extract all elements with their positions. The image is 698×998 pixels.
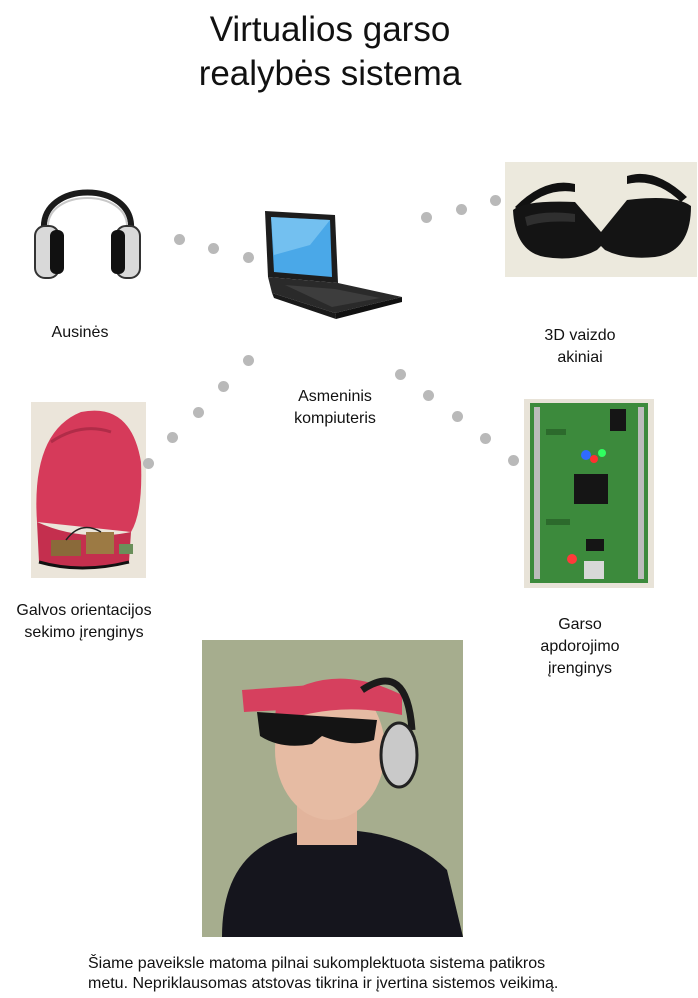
person-photo bbox=[202, 640, 463, 937]
circuit-board-icon bbox=[524, 399, 654, 588]
connector-dot bbox=[421, 212, 432, 223]
connector-dot bbox=[508, 455, 519, 466]
tracker-label: Galvos orientacijos sekimo įrenginys bbox=[16, 602, 152, 641]
connector-dot bbox=[208, 243, 219, 254]
connector-dot bbox=[243, 252, 254, 263]
connector-dot bbox=[174, 234, 185, 245]
connector-dot bbox=[193, 407, 204, 418]
headphones-label: Ausinės bbox=[51, 324, 109, 341]
glasses-label: 3D vaizdo akiniai bbox=[544, 327, 616, 366]
connector-dot bbox=[243, 355, 254, 366]
title-line-1: Virtualios garso bbox=[209, 10, 451, 49]
connector-dot bbox=[423, 390, 434, 401]
connector-dot bbox=[218, 381, 229, 392]
headphones-icon bbox=[30, 160, 145, 285]
connector-dot bbox=[490, 195, 501, 206]
laptop-label: Asmeninis kompiuteris bbox=[294, 388, 376, 427]
diagram-title: Virtualios garso realybės sistema bbox=[0, 8, 660, 96]
laptop-icon bbox=[250, 205, 415, 330]
connector-dot bbox=[452, 411, 463, 422]
title-line-2: realybės sistema bbox=[198, 54, 462, 93]
connector-dot bbox=[480, 433, 491, 444]
connector-dot bbox=[456, 204, 467, 215]
processor-label: Garso apdorojimo įrenginys bbox=[540, 616, 620, 677]
3d-glasses-icon bbox=[505, 162, 697, 277]
connector-dot bbox=[395, 369, 406, 380]
connector-dot bbox=[143, 458, 154, 469]
photo-caption: Šiame paveiksle matoma pilnai sukomplekt… bbox=[88, 955, 559, 992]
cap-tracker-icon bbox=[31, 402, 146, 578]
connector-dot bbox=[167, 432, 178, 443]
